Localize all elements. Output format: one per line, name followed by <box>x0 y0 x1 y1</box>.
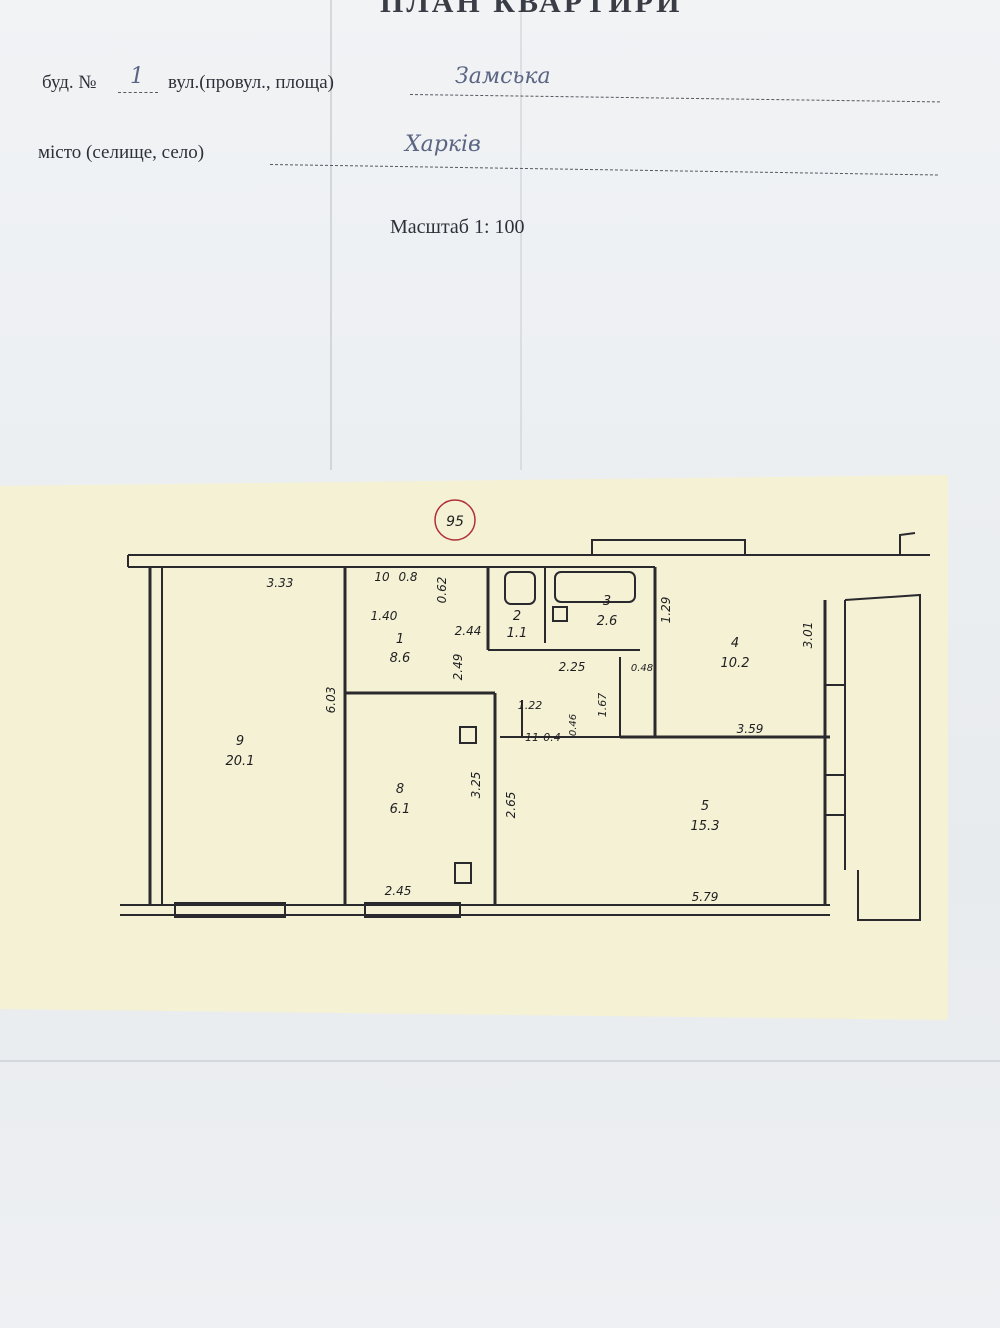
room-1-area: 8.6 <box>390 651 411 666</box>
window-bottom-1 <box>174 902 286 918</box>
building-label: буд. № <box>42 72 97 93</box>
room-2-area: 1.1 <box>507 626 528 641</box>
dim-2-65: 2.65 <box>504 792 518 819</box>
dim-2-49: 2.49 <box>451 654 465 681</box>
room-3-area: 2.6 <box>597 614 618 629</box>
toilet-fixture <box>504 571 536 605</box>
break-mark <box>899 532 916 555</box>
room-3-number: 3 <box>603 594 611 609</box>
room-4-number: 4 <box>731 636 739 651</box>
dim-3-33: 3.33 <box>267 576 294 590</box>
fold-crease <box>520 0 522 470</box>
fold-crease <box>0 1060 1000 1062</box>
document-title: ПЛАН КВАРТИРИ <box>380 0 683 19</box>
sink-fixture <box>552 606 568 622</box>
dim-1-40: 1.40 <box>371 609 398 623</box>
plan-number-circle <box>434 499 476 541</box>
dim-2-25: 2.25 <box>559 660 586 674</box>
dim-5-79: 5.79 <box>692 890 719 904</box>
fold-crease <box>330 0 332 470</box>
dim-1-29: 1.29 <box>659 597 673 624</box>
building-no-value: 1 <box>130 64 144 89</box>
dim-3-01: 3.01 <box>801 622 815 649</box>
window-bottom-2 <box>364 902 461 918</box>
bathtub-fixture <box>554 571 636 603</box>
bay-outline <box>591 539 746 555</box>
street-label: вул.(провул., площа) <box>168 72 334 93</box>
stove-fixture <box>454 862 472 884</box>
room-10-area: 0.8 <box>398 570 417 584</box>
dim-2-44: 2.44 <box>455 624 482 638</box>
street-value: Замська <box>455 64 551 89</box>
dim-2-45: 2.45 <box>385 884 412 898</box>
room-9-area: 20.1 <box>226 754 255 769</box>
room-9-number: 9 <box>236 734 244 749</box>
dim-6-03: 6.03 <box>324 687 338 714</box>
dim-0-46: 0.46 <box>568 714 579 736</box>
floor-plan-drawing: 95 9 20.1 1 8.6 8 6.1 2 1.1 3 2.6 4 10.2… <box>120 499 930 921</box>
dim-0-62: 0.62 <box>435 577 449 604</box>
room-8-number: 8 <box>396 782 404 797</box>
dim-1-67: 1.67 <box>596 693 609 718</box>
floor-plan-sheet: 95 9 20.1 1 8.6 8 6.1 2 1.1 3 2.6 4 10.2… <box>0 475 948 1020</box>
balcony-outline <box>844 593 921 921</box>
dim-3-25: 3.25 <box>469 772 483 799</box>
dim-1-22: 1.22 <box>518 699 543 712</box>
room-2-number: 2 <box>513 609 521 624</box>
room-8-area: 6.1 <box>390 802 411 817</box>
dim-3-59: 3.59 <box>737 722 764 736</box>
city-label: місто (селище, село) <box>38 142 205 163</box>
city-value: Харків <box>405 132 481 157</box>
room-11-number: 11 <box>525 731 539 744</box>
room-1-number: 1 <box>396 632 404 647</box>
dim-0-48: 0.48 <box>631 663 653 674</box>
room-5-number: 5 <box>701 799 709 814</box>
room-5-area: 15.3 <box>691 819 720 834</box>
room-10-number: 10 <box>374 570 390 584</box>
room-4-area: 10.2 <box>721 656 750 671</box>
scale-label: Масштаб 1: 100 <box>390 216 525 238</box>
building-no-line <box>118 92 158 93</box>
duct-fixture <box>459 726 477 744</box>
room-11-area: 0.4 <box>543 731 561 744</box>
city-line <box>269 164 938 176</box>
plan-number: 95 <box>446 514 464 530</box>
street-line <box>409 94 940 103</box>
